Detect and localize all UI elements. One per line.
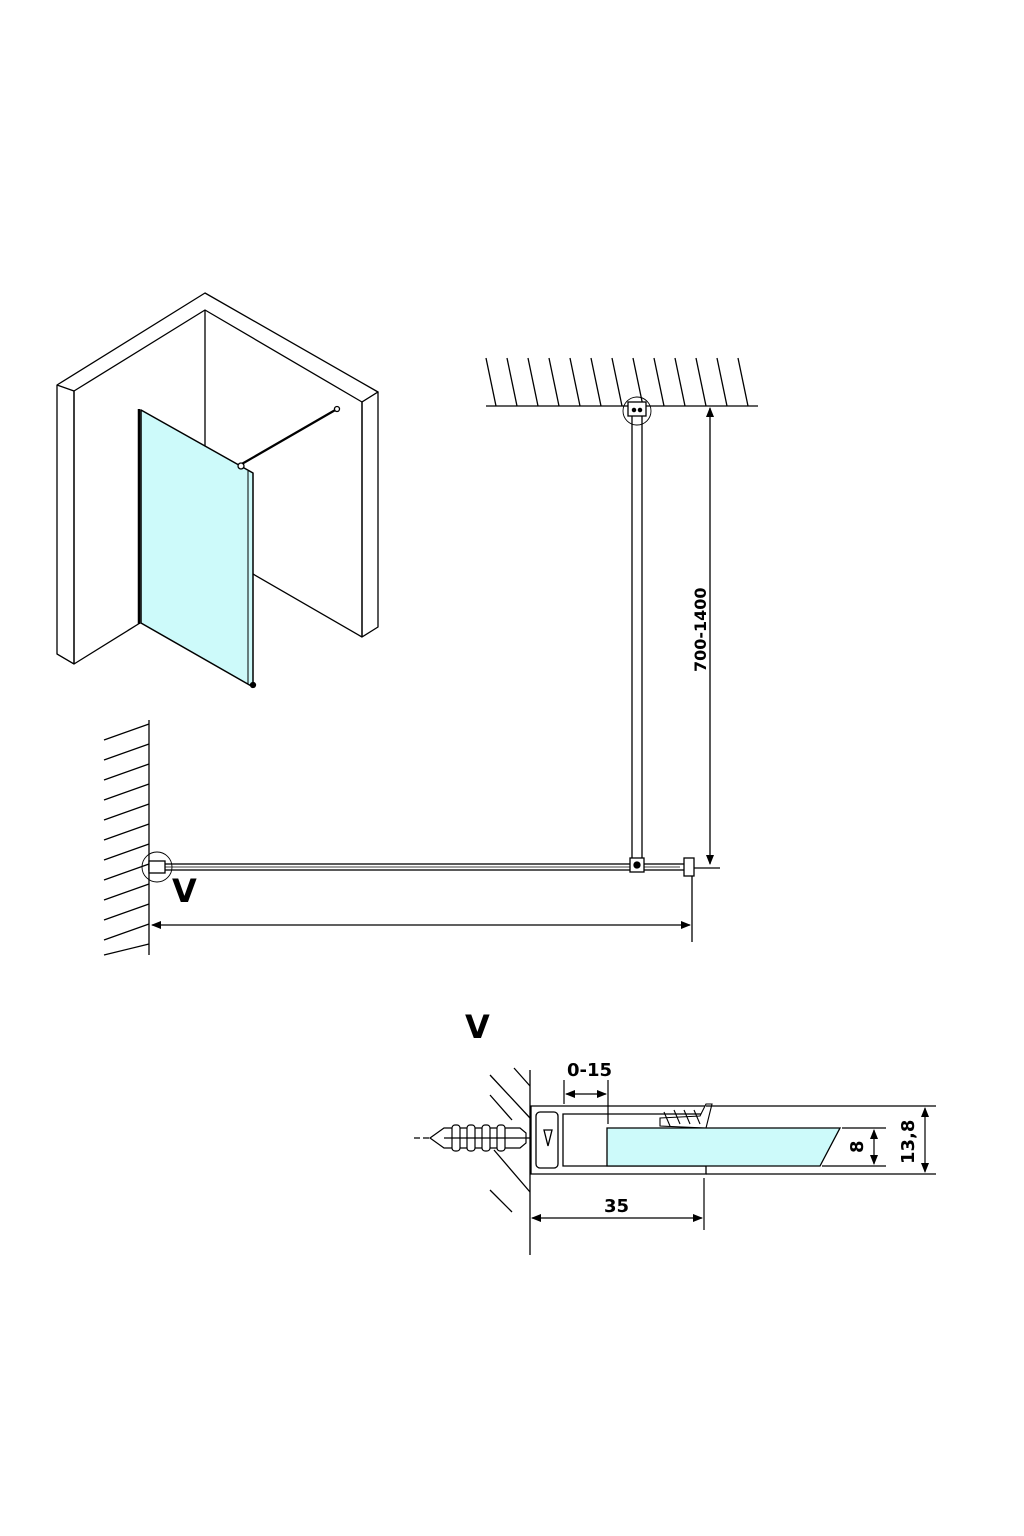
glass-thickness-dimension (822, 1127, 886, 1167)
depth-dimension (531, 1178, 705, 1230)
detail-marker-label: V (172, 872, 197, 910)
stabilizer-bar (237, 405, 341, 689)
plan-view (103, 357, 758, 956)
isometric-view (56, 292, 379, 689)
glass-thickness-label: 8 (847, 1140, 868, 1153)
detail-title: V (465, 1008, 490, 1046)
stabilizer-bar-plan (627, 401, 647, 873)
detail-circle-ceiling (622, 396, 652, 426)
wall-hatch-top (485, 357, 758, 407)
glass-panel (137, 409, 254, 688)
height-range-label: 700-1400 (691, 587, 710, 672)
detail-v (414, 1067, 936, 1255)
wall-hatch-left (103, 720, 150, 956)
room-walls (56, 292, 379, 665)
width-dimension (151, 876, 693, 942)
detail-wall (489, 1067, 531, 1255)
detail-circle-wall (141, 851, 173, 883)
profile-depth-label: 35 (604, 1196, 629, 1217)
gap-range-label: 0-15 (567, 1060, 612, 1081)
glass-panel-plan (148, 860, 686, 874)
profile-height-label: 13,8 (898, 1120, 919, 1164)
gap-dimension (563, 1080, 609, 1124)
wall-bracket-plan (683, 857, 720, 877)
wall-anchor (414, 1124, 545, 1152)
glass-detail (606, 1105, 936, 1175)
